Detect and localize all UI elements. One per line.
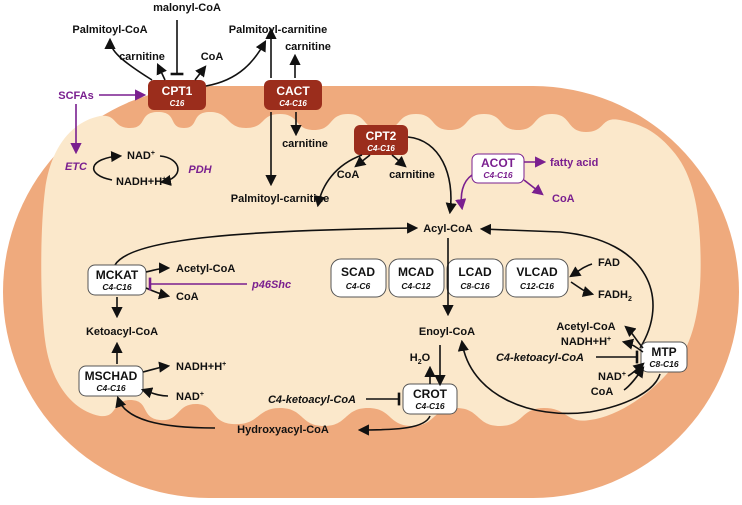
fadh2-label: FADH2: [598, 289, 632, 303]
cact-transporter[interactable]: CACT C4-C16: [264, 80, 322, 110]
mckat-sub: C4-C16: [102, 282, 132, 292]
cpt2-carnitine-arrow: [391, 154, 407, 168]
mcad-enzyme[interactable]: MCAD C4-C12: [388, 258, 445, 298]
mtp-name: MTP: [651, 345, 676, 359]
cact-name: CACT: [276, 84, 310, 98]
cact-sub: C4-C16: [279, 99, 307, 108]
nad-plus-label: NAD+: [127, 150, 155, 162]
c4-ketoacyl-crot-label: C4-ketoacyl-CoA: [268, 394, 356, 406]
mcad-name: MCAD: [398, 265, 434, 279]
acot-sub: C4-C16: [483, 170, 513, 180]
vlcad-enzyme[interactable]: VLCAD C12-C16: [505, 258, 569, 298]
mcad-sub: C4-C12: [401, 281, 431, 291]
vlcad-name: VLCAD: [516, 265, 558, 279]
fatty-acid-label: fatty acid: [550, 157, 598, 169]
nadh-h-label: NADH+H+: [116, 176, 166, 188]
pdh-cycle-arrow: [159, 155, 179, 186]
fad-in-arrow: [569, 263, 593, 278]
crot-to-hydroxyacyl-arrow: [357, 415, 431, 436]
mtp-acetyl-arrow: [624, 325, 644, 349]
acad-enzyme-group: SCAD C4-C6 MCAD C4-C12 LCAD C8-C16 VLCAD…: [330, 258, 569, 298]
mtp-nadh-arrow: [621, 338, 644, 353]
mckat-acetyl-arrow: [145, 262, 171, 274]
mtp-coa-arrow: [623, 366, 645, 391]
acetyl-coa-mckat-label: Acetyl-CoA: [176, 263, 235, 275]
carnitine-cpt2-label: carnitine: [389, 169, 435, 181]
hydroxyacyl-to-mschad-arrow: [115, 395, 216, 429]
cpt2-to-acyl-arrow: [407, 136, 457, 215]
carnitine-cact-bottom-label: carnitine: [282, 138, 328, 150]
acot-acyl-arrow: [455, 174, 473, 211]
mschad-nadh-arrow: [142, 361, 171, 373]
mckat-enzyme[interactable]: MCKAT C4-C16: [87, 264, 147, 296]
ketoacyl-coa-label: Ketoacyl-CoA: [86, 326, 158, 338]
etc-label: ETC: [65, 161, 88, 173]
fadh2-out-arrow: [570, 281, 595, 297]
lcad-name: LCAD: [458, 265, 492, 279]
nad-mtp-label: NAD+: [598, 371, 626, 383]
c4-ketoacyl-mtp-label: C4-ketoacyl-CoA: [496, 352, 584, 364]
enoyl-to-mtp-arrow: [457, 339, 661, 415]
acot-coa-arrow: [523, 179, 544, 196]
hydroxyacyl-coa-label: Hydroxyacyl-CoA: [237, 424, 329, 436]
scad-name: SCAD: [341, 265, 375, 279]
lcad-sub: C8-C16: [460, 281, 490, 291]
cpt2-coa-arrow: [354, 154, 371, 168]
mschad-sub: C4-C16: [96, 383, 126, 393]
mtp-to-acyl-arrow: [479, 223, 654, 349]
enoyl-coa-label: Enoyl-CoA: [419, 326, 475, 338]
vlcad-sub: C12-C16: [520, 281, 554, 291]
cpt1-transporter[interactable]: CPT1 C16: [148, 80, 206, 110]
lcad-enzyme[interactable]: LCAD C8-C16: [446, 258, 504, 298]
coa-mckat-label: CoA: [176, 291, 199, 303]
scad-sub: C4-C6: [346, 281, 371, 291]
fad-label: FAD: [598, 257, 620, 269]
palmitoyl-coa-label: Palmitoyl-CoA: [72, 24, 147, 36]
to-palmitoyl-carnitine-arrow: [205, 40, 267, 87]
cpt2-sub: C4-C16: [367, 144, 395, 153]
cpt2-name: CPT2: [366, 129, 397, 143]
cpt1-sub: C16: [170, 99, 185, 108]
nad-mschad-label: NAD+: [176, 391, 204, 403]
crot-sub: C4-C16: [415, 401, 445, 411]
cpt1-name: CPT1: [162, 84, 193, 98]
mtp-enzyme[interactable]: MTP C8-C16: [640, 341, 688, 373]
crot-enzyme[interactable]: CROT C4-C16: [402, 383, 458, 415]
mschad-enzyme[interactable]: MSCHAD C4-C16: [78, 365, 144, 397]
acot-name: ACOT: [481, 156, 516, 170]
carnitine-cpt1-label: carnitine: [119, 51, 165, 63]
palmitoyl-carnitine-matrix-label: Palmitoyl-carnitine: [231, 193, 329, 205]
mckat-to-acyl-arrow: [114, 222, 419, 266]
p46shc-label: p46Shc: [251, 279, 291, 291]
mckat-coa-arrow: [145, 287, 171, 300]
cpt2-transporter[interactable]: CPT2 C4-C16: [354, 125, 408, 155]
mckat-name: MCKAT: [96, 268, 139, 282]
palmitoyl-carnitine-top-label: Palmitoyl-carnitine: [229, 24, 327, 36]
palmitoyl-coa-arrow: [104, 37, 153, 81]
coa-acot-label: CoA: [552, 193, 575, 205]
crot-name: CROT: [413, 387, 448, 401]
acetyl-coa-mtp-label: Acetyl-CoA: [556, 321, 615, 333]
malonyl-coa-label: malonyl-CoA: [153, 2, 221, 14]
coa-cpt1-label: CoA: [201, 51, 224, 63]
nadh-mtp-label: NADH+H+: [561, 336, 611, 348]
carnitine-cact-top-label: carnitine: [285, 41, 331, 53]
h2o-label: H2O: [410, 352, 431, 366]
acyl-coa-label: Acyl-CoA: [423, 223, 473, 235]
carnitine-in-arrow: [156, 62, 167, 81]
scfas-label: SCFAs: [58, 90, 93, 102]
mschad-nad-arrow: [140, 387, 169, 399]
etc-cycle-arrow: [92, 150, 123, 181]
scad-enzyme[interactable]: SCAD C4-C6: [330, 258, 387, 298]
pdh-label: PDH: [188, 164, 212, 176]
acot-enzyme[interactable]: ACOT C4-C16: [471, 153, 525, 184]
mtp-sub: C8-C16: [649, 359, 679, 369]
mschad-name: MSCHAD: [85, 369, 138, 383]
nadh-mschad-label: NADH+H+: [176, 361, 226, 373]
coa-mtp-label: CoA: [591, 386, 614, 398]
coa-out-arrow: [194, 65, 207, 81]
coa-cpt2-label: CoA: [337, 169, 360, 181]
